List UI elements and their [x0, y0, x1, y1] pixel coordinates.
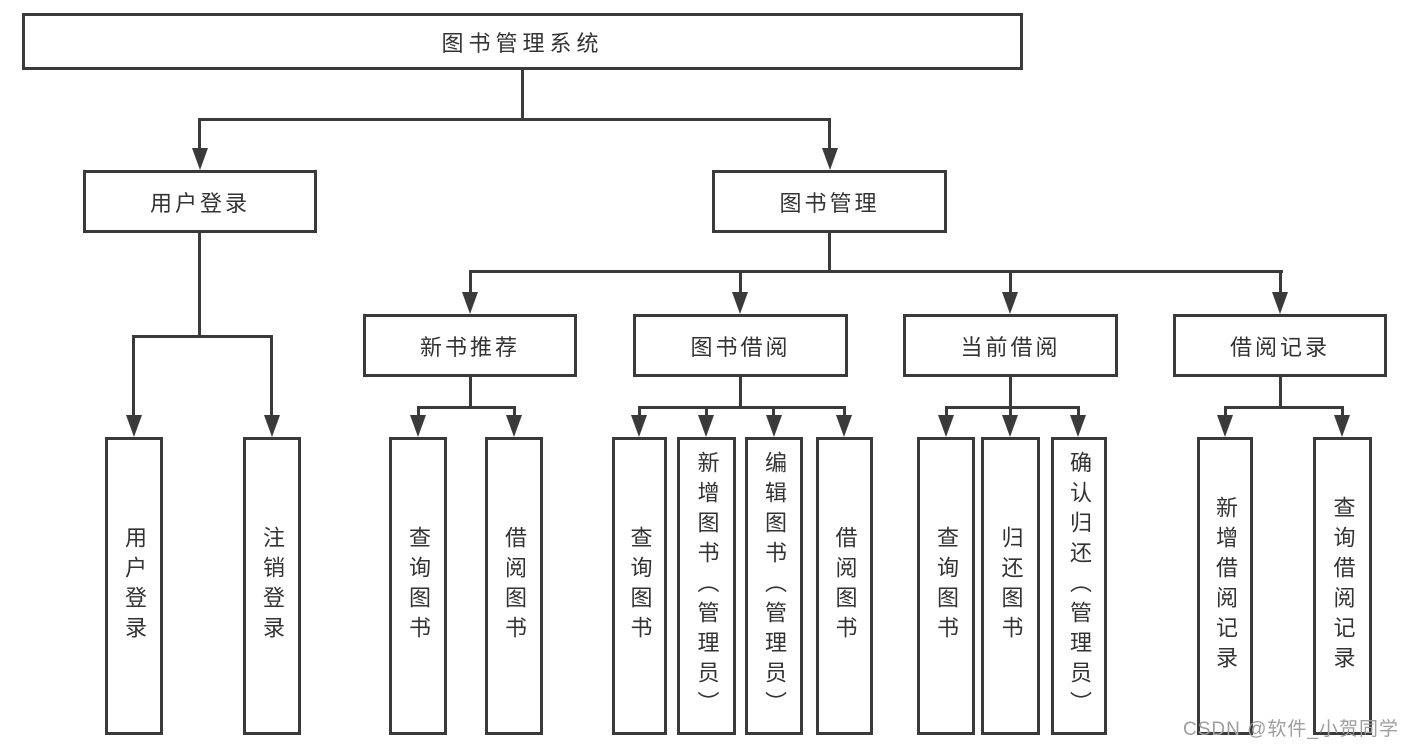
watermark-text: CSDN @软件_小贺同学 [1183, 719, 1399, 740]
connector-drop [843, 406, 846, 415]
arrow-down-icon [1272, 292, 1288, 314]
arrow-down-icon [1002, 292, 1018, 314]
connector-recommend-hbar [417, 406, 516, 409]
connector-drop-borrow-records [1279, 270, 1282, 292]
connector-drop-book-management [828, 118, 831, 148]
arrow-down-icon [1070, 415, 1086, 437]
connector-drop-leaf-logout [270, 335, 273, 415]
arrow-down-icon [1334, 415, 1350, 437]
node-current-borrow: 当前借阅 [903, 314, 1118, 377]
node-borrow-records: 借阅记录 [1173, 314, 1387, 377]
leaf-return-book: 归还图书 [981, 437, 1040, 735]
connector-drop [417, 406, 420, 415]
arrow-down-icon [506, 415, 522, 437]
arrow-down-icon [1002, 415, 1018, 437]
connector-drop [705, 406, 708, 415]
arrow-down-icon [410, 415, 426, 437]
leaf-edit-book-admin: 编辑图书（管理员） [745, 437, 803, 735]
arrow-down-icon [698, 415, 714, 437]
leaf-logout: 注销登录 [243, 437, 301, 735]
arrow-down-icon [938, 415, 954, 437]
leaf-query-books-recommend: 查询图书 [389, 437, 447, 735]
connector-current-borrow-stub [1009, 377, 1012, 406]
connector-drop-current-borrow [1009, 270, 1012, 292]
connector-drop [1341, 406, 1344, 415]
arrow-down-icon [192, 148, 208, 170]
leaf-confirm-return-admin: 确认归还（管理员） [1051, 437, 1107, 735]
connector-drop-user-login [198, 118, 201, 148]
leaf-add-book-admin: 新增图书（管理员） [677, 437, 736, 735]
arrow-down-icon [1217, 415, 1233, 437]
connector-user-login-hbar [132, 335, 273, 338]
connector-borrow-records-stub [1279, 377, 1282, 406]
arrow-down-icon [822, 148, 838, 170]
arrow-down-icon [836, 415, 852, 437]
leaf-add-borrow-record: 新增借阅记录 [1197, 437, 1253, 735]
connector-drop [1224, 406, 1227, 415]
connector-drop-leaf-login [132, 335, 135, 415]
connector-borrow-records-hbar [1224, 406, 1344, 409]
connector-drop [638, 406, 641, 415]
arrow-down-icon [462, 292, 478, 314]
arrow-down-icon [631, 415, 647, 437]
arrow-down-icon [766, 415, 782, 437]
leaf-user-login: 用户登录 [105, 437, 163, 735]
connector-user-login-stub [198, 233, 201, 335]
connector-current-borrow-hbar [945, 406, 1080, 409]
connector-drop-recommend [469, 270, 472, 292]
connector-recommend-stub [469, 377, 472, 406]
connector-root-stub [521, 70, 524, 118]
leaf-query-books-borrow: 查询图书 [612, 437, 667, 735]
connector-book-borrow-hbar [638, 406, 846, 409]
arrow-down-icon [264, 415, 280, 437]
connector-drop-book-borrow [739, 270, 742, 292]
connector-book-borrow-stub [739, 377, 742, 406]
node-user-login: 用户登录 [83, 170, 317, 233]
node-root-library-system: 图书管理系统 [22, 13, 1023, 70]
connector-drop [513, 406, 516, 415]
arrow-down-icon [126, 415, 142, 437]
connector-drop [945, 406, 948, 415]
connector-level3-hbar [469, 270, 1283, 273]
node-book-management: 图书管理 [712, 170, 947, 233]
leaf-borrow-books-recommend: 借阅图书 [485, 437, 543, 735]
connector-book-mgmt-stub [828, 233, 831, 270]
connector-level2-hbar [198, 118, 831, 121]
leaf-borrow-books: 借阅图书 [816, 437, 873, 735]
arrow-down-icon [732, 292, 748, 314]
leaf-query-borrow-record: 查询借阅记录 [1313, 437, 1372, 735]
node-new-book-recommend: 新书推荐 [363, 314, 577, 377]
connector-drop [772, 406, 775, 415]
connector-drop [1009, 406, 1012, 415]
node-book-borrow: 图书借阅 [633, 314, 848, 377]
leaf-query-books-current: 查询图书 [917, 437, 975, 735]
connector-drop [1077, 406, 1080, 415]
